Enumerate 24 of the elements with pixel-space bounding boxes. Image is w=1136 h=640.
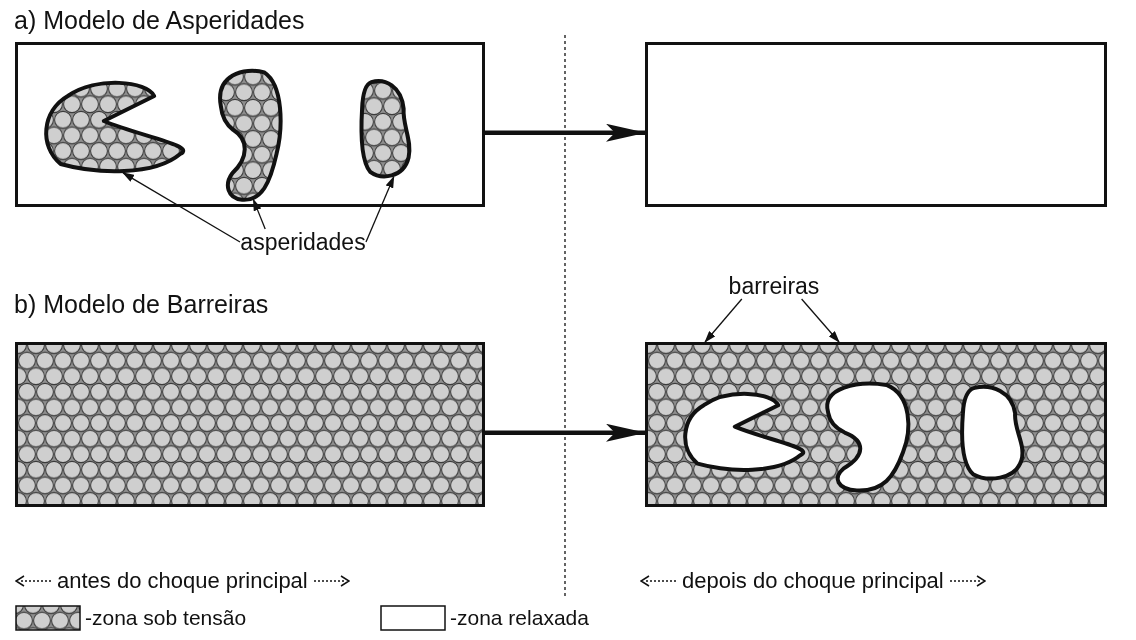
stressed-zone-box <box>15 342 485 507</box>
arrow <box>485 423 646 442</box>
callout-label: asperidades <box>240 229 366 255</box>
leader-line <box>122 172 241 243</box>
legend-label: -zona relaxada <box>450 606 589 630</box>
caption-text: antes do choque principal <box>57 568 308 594</box>
callout-label: barreiras <box>728 273 820 299</box>
panel-heading: b) Modelo de Barreiras <box>14 292 269 317</box>
relaxed-zone-box <box>15 42 485 207</box>
asperity-shape <box>218 68 283 202</box>
legend-label: -zona sob tensão <box>85 606 247 630</box>
relaxed-patch <box>825 381 911 493</box>
panel-heading: a) Modelo de Asperidades <box>14 8 305 33</box>
leader-line <box>704 298 743 343</box>
relaxed-zone-box <box>645 42 1107 207</box>
leader-line <box>800 298 840 343</box>
stressed-zone-box <box>645 342 1107 507</box>
leader-line <box>365 175 395 243</box>
relaxed-patch <box>683 391 805 472</box>
asperity-shape <box>44 80 185 174</box>
caption-text: depois do choque principal <box>682 568 944 594</box>
asperity-shape <box>359 79 412 179</box>
arrow <box>485 123 646 142</box>
leader-line <box>252 198 266 230</box>
